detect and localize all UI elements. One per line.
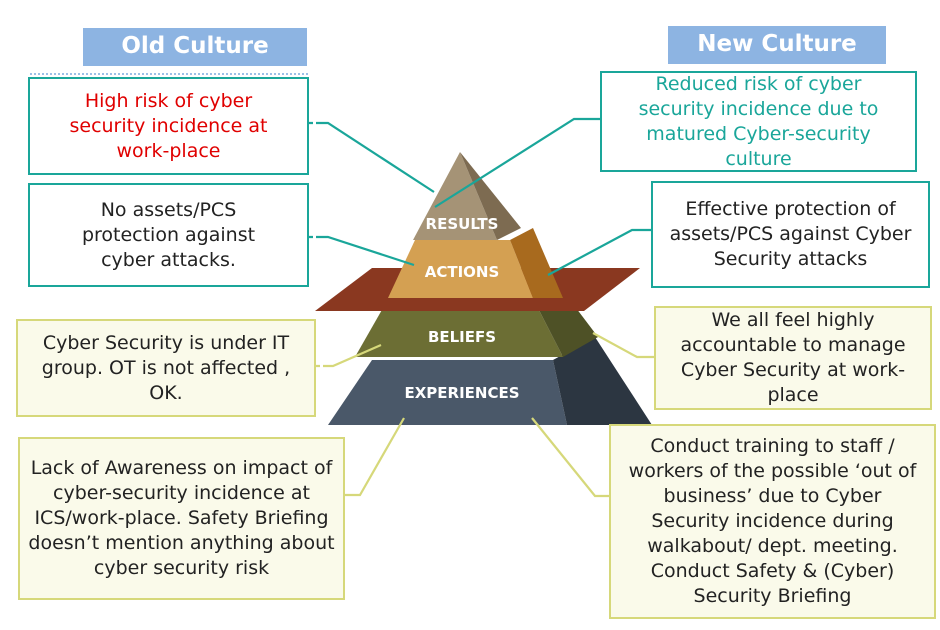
connector-old-results [309,121,435,193]
pyramid-actions-side [510,228,563,298]
old-experiences-text: Lack of Awareness on impact of cyber-sec… [28,457,335,579]
pyramid-label-actions: ACTIONS [425,263,500,281]
pyramid-experiences-side [553,337,652,425]
old-beliefs-box: Cyber Security is under IT group. OT is … [16,319,316,417]
connector-old-beliefs [316,343,382,368]
new-experiences-box: Conduct training to staff / workers of t… [609,424,936,619]
pyramid-actions-front [388,240,533,298]
old-actions-text: No assets/PCS protection against cyber a… [81,198,256,271]
pyramid-experiences-front [328,360,567,425]
new-actions-text: Effective protection of assets/PCS again… [669,198,912,270]
old-culture-divider [30,73,308,75]
pyramid-label-beliefs: BELIEFS [428,328,496,346]
old-actions-box: No assets/PCS protection against cyber a… [28,183,309,287]
new-actions-box: Effective protection of assets/PCS again… [651,181,930,288]
new-results-text: Reduced risk of cyber security incidence… [638,72,879,170]
pyramid-beliefs-front [355,308,563,357]
pyramid-results-side [460,152,521,240]
pyramid-label-experiences: EXPERIENCES [404,384,519,402]
connector-old-experiences [345,417,405,497]
old-culture-header: Old Culture [83,28,307,66]
new-beliefs-text: We all feel highly accountable to manage… [680,309,906,406]
new-culture-header: New Culture [668,26,886,64]
connector-new-actions [547,228,651,276]
connector-new-results [434,117,600,208]
old-results-box: High risk of cyber security incidence at… [28,77,309,175]
old-experiences-box: Lack of Awareness on impact of cyber-sec… [18,437,345,600]
pyramid-results-front [413,152,497,240]
old-results-text: High risk of cyber security incidence at… [69,89,268,162]
new-beliefs-box: We all feel highly accountable to manage… [654,306,932,410]
new-results-box: Reduced risk of cyber security incidence… [600,71,917,172]
new-experiences-text: Conduct training to staff / workers of t… [628,435,917,607]
connector-new-experiences [531,417,609,498]
pyramid-beliefs-side [538,300,598,357]
pyramid-label-results: RESULTS [426,215,499,233]
connector-old-actions [309,235,415,267]
old-beliefs-text: Cyber Security is under IT group. OT is … [41,331,291,404]
connector-new-beliefs [592,332,654,359]
